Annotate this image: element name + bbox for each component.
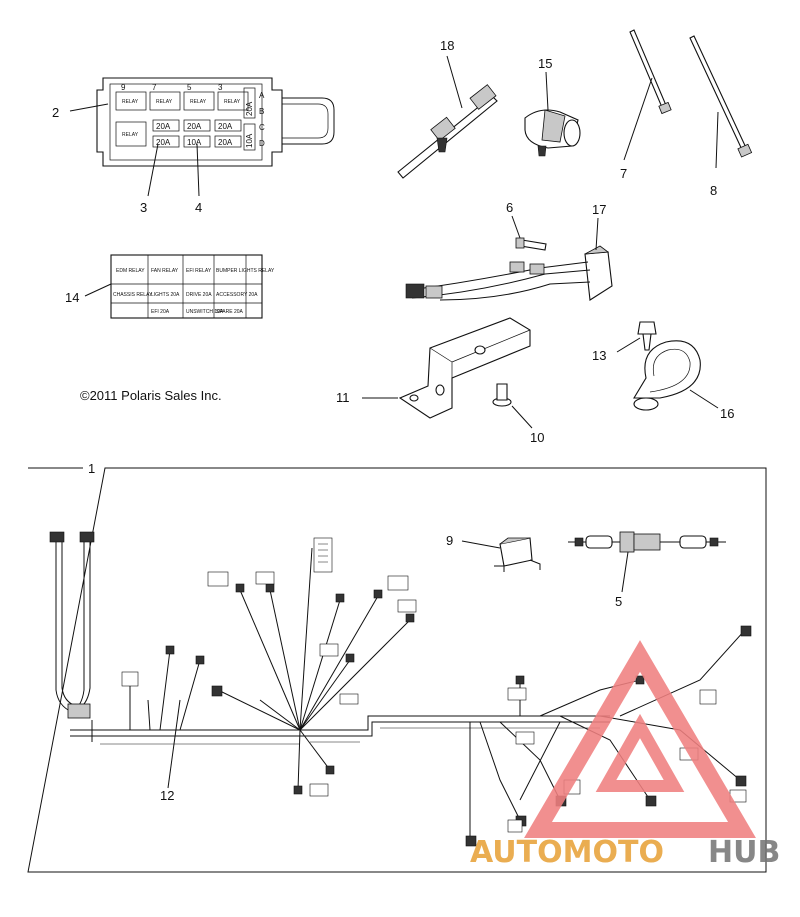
fuse-box-number: 3 [218,83,223,92]
relay-label: RELAY [122,99,139,105]
relay-part [461,537,541,572]
decal-cell: LIGHTS 20A [151,292,180,298]
watermark-text: AUTOMOTO [470,835,664,870]
fuse-rating: 10A [245,133,254,148]
sub-harness-module [405,215,613,301]
leader-12 [167,699,181,789]
fuse-box-letter: B [259,107,264,116]
decal-cell: EFI RELAY [186,268,212,274]
decal-cell: SPARE 20A [216,309,244,315]
watermark-text-hub: HUB [708,835,780,870]
fuse-rating: 20A [156,138,171,147]
fuse-decal: EDM RELAY FAN RELAY EFI RELAY BUMPER LIG… [84,254,275,319]
callout-14: 14 [65,290,79,305]
callout-18: 18 [440,38,454,53]
callout-4: 4 [195,200,202,215]
fuse-box-number: 5 [187,83,192,92]
callout-6: 6 [506,200,513,215]
decal-cell: EFI 20A [151,309,170,315]
cable-tie-long [623,29,672,161]
decal-cell: FAN RELAY [151,268,179,274]
fuse-rating: 20A [218,122,233,131]
callout-1: 1 [88,461,95,476]
relay-label: RELAY [224,99,241,105]
p-clamp [633,340,719,411]
fuse-box-letter: C [259,123,265,132]
callout-3: 3 [140,200,147,215]
watermark-logo: AUTOMOTO HUB [470,640,780,870]
decal-cell: UNSWITCH 10A [186,309,224,315]
inline-fuse-holder [568,531,726,593]
main-wiring-harness [49,531,746,840]
copyright-text: ©2011 Polaris Sales Inc. [80,388,222,403]
callout-2: 2 [52,105,59,120]
mounting-bracket [362,317,531,419]
fuse-box-number: 7 [152,83,157,92]
fuse-rating: 20A [156,122,171,131]
relay-label: RELAY [156,99,173,105]
callout-17: 17 [592,202,606,217]
fuse-box-number: 9 [121,83,126,92]
decal-cell: DRIVE 20A [186,292,212,298]
relay-label: RELAY [190,99,207,105]
callout-8: 8 [710,183,717,198]
decal-cell: ACCESSORY 20A [216,292,258,298]
decal-cell: EDM RELAY [116,268,145,274]
relay-label: RELAY [122,132,139,138]
callout-5: 5 [615,594,622,609]
fuse-rating: 10A [187,138,202,147]
fuse-rating: 20A [187,122,202,131]
fuse-box: 9 7 5 3 RELAY RELAY RELAY RELAY RELAY 20… [69,77,335,197]
cable-tie-clip [397,55,498,179]
fuse-box-letter: D [259,139,265,148]
push-pin [492,383,533,429]
decal-cell: CHASSIS RELAY [113,292,153,298]
callout-12: 12 [160,788,174,803]
cable-tie-extra-long [689,35,753,169]
fuse-rating: 20A [218,138,233,147]
callout-15: 15 [538,56,552,71]
callout-10: 10 [530,430,544,445]
callout-9: 9 [446,533,453,548]
callout-16: 16 [720,406,734,421]
fuse-rating: 20A [245,101,254,116]
callout-7: 7 [620,166,627,181]
screw [616,321,657,353]
fuse-box-letter: A [259,91,265,100]
main-harness-frame [27,467,767,873]
callout-13: 13 [592,348,606,363]
callout-11: 11 [336,390,350,405]
connector-clip [524,71,581,157]
decal-cell: BUMPER LIGHTS RELAY [216,268,275,274]
